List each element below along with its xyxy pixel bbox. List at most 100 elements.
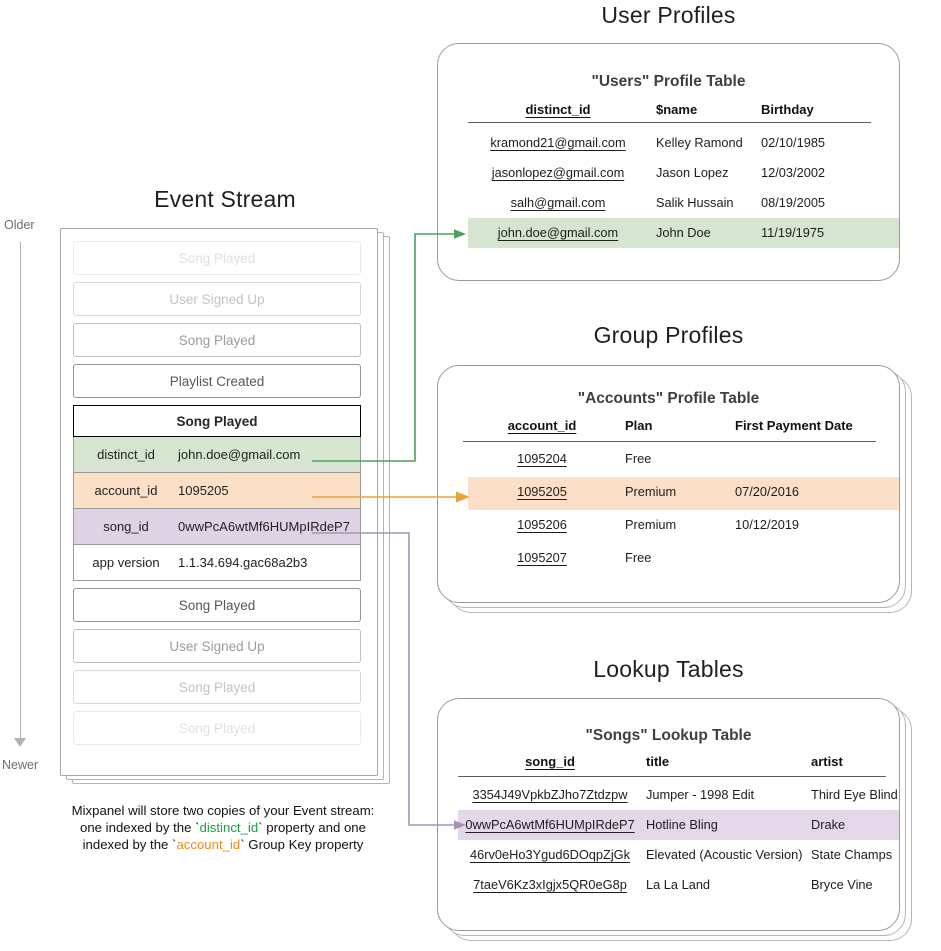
event-card-label: User Signed Up	[169, 291, 265, 307]
caption-line-2: one indexed by the `distinct_id` propert…	[80, 820, 366, 835]
cell-value: Premium	[625, 484, 677, 499]
column-header: Birthday	[761, 102, 814, 117]
event-card[interactable]: Playlist Created	[73, 364, 361, 398]
cell-key: salh@gmail.com	[510, 195, 606, 210]
event-property-key: account_id	[94, 483, 158, 498]
event-card[interactable]: Song Played	[73, 670, 361, 704]
cell-value: Third Eye Blind	[811, 787, 898, 802]
event-property-value: 1095205	[178, 483, 229, 498]
table-row[interactable]: 1095207 Free	[438, 543, 899, 576]
table-row[interactable]: jasonlopez@gmail.com Jason Lopez 12/03/200…	[438, 158, 899, 188]
users-profile-card: "Users" Profile Table distinct_id $name Bi…	[437, 43, 907, 286]
event-property-value: john.doe@gmail.com	[178, 447, 301, 462]
user-profiles-heading: User Profiles	[601, 2, 736, 28]
expanded-event-card[interactable]: Song Played distinct_id john.doe@gmail.com…	[73, 405, 361, 581]
column-header: account_id	[507, 418, 577, 433]
event-card[interactable]: Song Played	[73, 711, 361, 745]
cell-value: 10/12/2019	[735, 517, 800, 532]
cell-key: john.doe@gmail.com	[497, 225, 619, 240]
event-card-label: User Signed Up	[169, 638, 265, 654]
cell-value: Hotline Bling	[646, 817, 718, 832]
cell-value: John Doe	[656, 225, 711, 240]
cell-value: Free	[625, 451, 652, 466]
table-row[interactable]: 46rv0eHo3Ygud6DOqpZjGk Elevated (Acoustic…	[438, 840, 899, 870]
table-row[interactable]: john.doe@gmail.com John Doe 11/19/1975	[438, 218, 899, 248]
event-property-value: 0wwPcA6wtMf6HUMpIRdeP7	[178, 519, 350, 534]
row-highlight	[468, 218, 899, 248]
event-card-label: Song Played	[178, 250, 256, 266]
cell-value: 08/19/2005	[761, 195, 826, 210]
header-rule	[458, 776, 886, 778]
axis-arrow-icon	[14, 738, 26, 747]
cell-value: Kelley Ramond	[656, 135, 743, 150]
event-property-row: account_id 1095205	[73, 473, 361, 509]
event-card-label: Song Played	[178, 720, 256, 736]
event-card-label: Song Played	[178, 679, 256, 695]
event-card[interactable]: Song Played	[73, 241, 361, 275]
caption-line-1: Mixpanel will store two copies of your E…	[71, 803, 375, 818]
column-header: $name	[656, 102, 698, 117]
cell-value: Premium	[625, 517, 677, 532]
table-row[interactable]: salh@gmail.com Salik Hussain 08/19/2005	[438, 188, 899, 218]
event-card-label: Song Played	[178, 332, 256, 348]
users-table-title: "Users" Profile Table	[591, 73, 746, 90]
event-property-row: distinct_id john.doe@gmail.com	[73, 437, 361, 473]
cell-value: Free	[625, 550, 652, 565]
axis-line	[20, 242, 22, 742]
cell-key: 0wwPcA6wtMf6HUMpIRdeP7	[465, 817, 635, 832]
caption-token-account-id: account_id	[176, 837, 241, 852]
cell-value: Drake	[811, 817, 846, 832]
cell-key: jasonlopez@gmail.com	[491, 165, 625, 180]
event-card[interactable]: Song Played	[73, 588, 361, 622]
header-rule	[468, 122, 871, 124]
cell-key: 3354J49VpkbZJho7Ztdzpw	[472, 787, 628, 802]
expanded-event-name: Song Played	[73, 405, 361, 437]
group-profiles-heading: Group Profiles	[593, 322, 744, 348]
time-axis: Older Newer	[0, 218, 60, 778]
cell-key: 1095207	[517, 550, 567, 565]
table-row[interactable]: 0wwPcA6wtMf6HUMpIRdeP7 Hotline Bling Drake	[438, 810, 899, 840]
event-card[interactable]: User Signed Up	[73, 282, 361, 316]
songs-table-title: "Songs" Lookup Table	[585, 727, 752, 744]
cell-value: 12/03/2002	[761, 165, 826, 180]
column-header: title	[646, 754, 670, 769]
cell-key: 46rv0eHo3Ygud6DOqpZjGk	[469, 847, 631, 862]
axis-label-newer: Newer	[2, 758, 39, 772]
event-card[interactable]: User Signed Up	[73, 629, 361, 663]
caption-text: Mixpanel will store two copies of your E…	[28, 802, 418, 853]
event-property-key: app version	[92, 555, 160, 570]
event-card[interactable]: Song Played	[73, 323, 361, 357]
lookup-tables-heading: Lookup Tables	[593, 656, 744, 682]
column-header: song_id	[525, 754, 575, 769]
cell-value: Elevated (Acoustic Version)	[646, 847, 803, 862]
cell-value: State Champs	[811, 847, 893, 862]
column-header: Plan	[625, 418, 653, 433]
event-card-label: Playlist Created	[169, 373, 265, 389]
caption-token-distinct-id: distinct_id	[199, 820, 259, 835]
cell-key: kramond21@gmail.com	[490, 135, 626, 150]
caption-line-3: indexed by the `account_id` Group Key pr…	[82, 837, 364, 852]
row-highlight	[468, 477, 899, 510]
event-property-key: distinct_id	[97, 447, 155, 462]
event-property-key: song_id	[103, 519, 149, 534]
column-header: distinct_id	[525, 102, 591, 117]
cell-value: Jason Lopez	[656, 165, 729, 180]
header-rule	[463, 441, 876, 443]
accounts-table-title: "Accounts" Profile Table	[577, 390, 760, 407]
cell-value: Salik Hussain	[656, 195, 734, 210]
cell-value: 11/19/1975	[761, 225, 825, 240]
column-header: First Payment Date	[735, 418, 853, 433]
